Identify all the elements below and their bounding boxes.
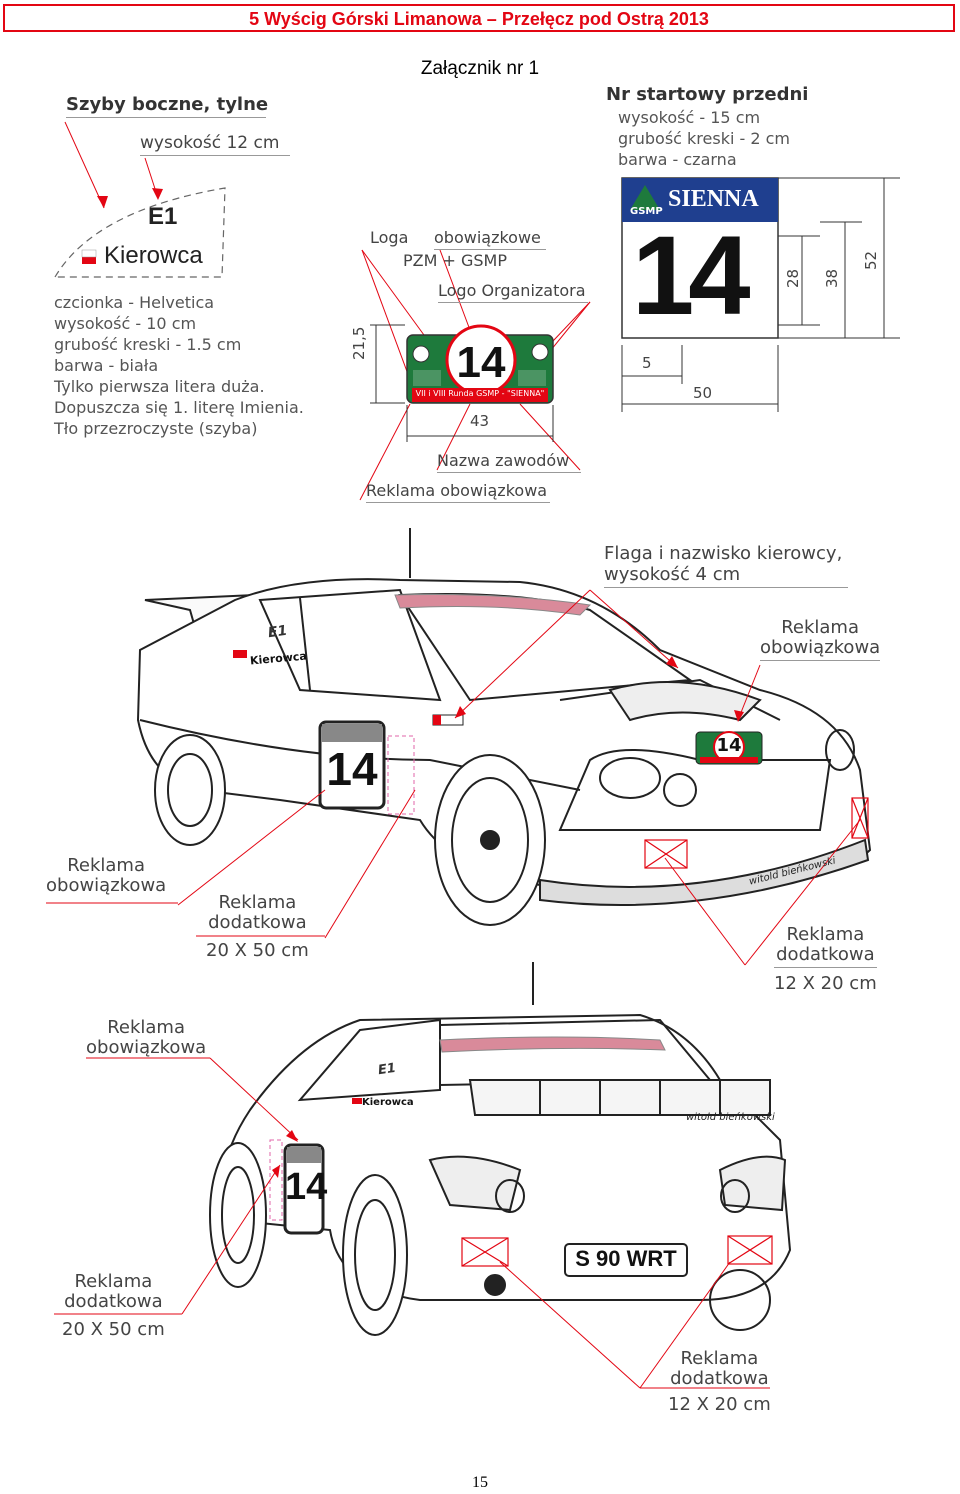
front-number-heading: Nr startowy przedni [606, 84, 809, 105]
rear-bumper-extra-ad-line1: Reklama [680, 1348, 759, 1369]
page-number: 15 [472, 1474, 488, 1491]
sponsor-small: GSMP [630, 206, 663, 217]
flag-label: Flaga i nazwisko kierowcy, wysokość 4 cm [604, 543, 848, 588]
side-windows-height: wysokość 12 cm [140, 133, 290, 156]
hood-rally-plate [695, 731, 763, 765]
front-door-number: 14 [326, 743, 378, 795]
left-mandatory-ad: Reklama obowiązkowa [46, 856, 166, 896]
flag-label-line1: Flaga i nazwisko kierowcy, [604, 543, 843, 564]
rear-door-class: E1 [377, 1060, 397, 1079]
driver-label-kierowca: Kierowca [104, 242, 203, 269]
rear-door-driver: Kierowca [362, 1097, 414, 1108]
page-header: 5 Wyścig Górski Limanowa – Przełęcz pod … [3, 4, 955, 32]
front-bumper-extra-ad-line1: Reklama [786, 924, 865, 945]
side-windows-specs: czcionka - Helvetica wysokość - 10 cm gr… [54, 292, 304, 439]
sponsor-name: SIENNA [668, 186, 759, 212]
front-mandatory-ad-line2: obowiązkowa [760, 638, 881, 661]
spec-background: Tło przezroczyste (szyba) [54, 419, 258, 438]
front-side-extra-ad-size: 20 X 50 cm [206, 940, 309, 961]
side-window-diagram [53, 187, 226, 278]
rear-side-extra-ad: Reklama dodatkowa 20 X 50 cm [62, 1272, 165, 1340]
front-spec-height: wysokość - 15 cm [618, 108, 761, 127]
logos-label-a: Loga [370, 228, 409, 247]
front-side-extra-ad-line1: Reklama [218, 892, 297, 913]
front-side-extra-ad: Reklama dodatkowa 20 X 50 cm [206, 893, 309, 961]
event-name-label: Nazwa zawodów [437, 451, 581, 473]
flag-label-line2: wysokość 4 cm [604, 564, 848, 588]
rear-license-plate [564, 1243, 688, 1277]
front-door-number-panel [318, 720, 415, 815]
dim-38: 38 [823, 268, 841, 288]
dim-28: 28 [784, 268, 802, 288]
rear-side-extra-ad-size: 20 X 50 cm [62, 1319, 165, 1340]
rear-bumper-extra-ad-line2: dodatkowa [670, 1368, 769, 1389]
front-side-extra-ad-line2: dodatkowa [208, 912, 307, 933]
front-mandatory-ad-line1: Reklama [781, 617, 859, 638]
front-spec-stroke: grubość kreski - 2 cm [618, 129, 791, 148]
dim-50: 50 [693, 384, 713, 402]
rear-mandatory-ad: Reklama obowiązkowa [86, 1018, 206, 1058]
front-door-class: E1 [266, 622, 289, 642]
mandatory-ad-label: Reklama obowiązkowa [366, 481, 550, 503]
hood-number: 14 [716, 735, 742, 756]
rally-plate [406, 324, 554, 404]
car-front-drawing [136, 528, 872, 926]
class-label-e1: E1 [148, 203, 178, 230]
spec-first-name: Dopuszcza się 1. literę Imienia. [54, 398, 304, 417]
rear-door-number: 14 [285, 1166, 328, 1208]
front-side-decals [233, 650, 464, 726]
dim-52: 52 [862, 250, 880, 270]
front-mandatory-ad: Reklama obowiązkowa [760, 617, 881, 661]
logos-label-b: obowiązkowe [434, 228, 546, 250]
rear-leader-lines [54, 1057, 770, 1389]
rear-bumper-ad-boxes [461, 1235, 773, 1267]
rear-mandatory-ad-line2: obowiązkowa [86, 1037, 207, 1058]
left-mandatory-ad-line1: Reklama [67, 855, 145, 876]
front-bumper-ad-boxes [644, 797, 869, 869]
rear-bumper-extra-ad-size: 12 X 20 cm [668, 1394, 771, 1415]
logos-label-c: PZM + GSMP [403, 251, 507, 270]
page-subtitle: Załącznik nr 1 [420, 58, 540, 79]
spec-capital: Tylko pierwsza litera duża. [54, 377, 265, 396]
front-number-specs: wysokość - 15 cm grubość kreski - 2 cm b… [618, 107, 790, 170]
rear-bumper-extra-ad: Reklama dodatkowa 12 X 20 cm [668, 1349, 771, 1415]
organizer-logo-label: Logo Organizatora [438, 281, 588, 303]
front-bumper-extra-ad-line2: dodatkowa [774, 945, 877, 968]
dim-5: 5 [642, 354, 652, 372]
rear-signature: witold bieńkowski [686, 1112, 775, 1123]
front-bumper-extra-ad: Reklama dodatkowa 12 X 20 cm [774, 925, 877, 994]
spec-font: czcionka - Helvetica [54, 293, 215, 312]
front-number-plate [621, 177, 779, 339]
plate-width-dim: 43 [470, 412, 490, 430]
front-spec-color: barwa - czarna [618, 150, 737, 169]
front-leader-lines [46, 589, 861, 966]
plate-height-dim: 21,5 [350, 326, 368, 360]
side-windows-heading: Szyby boczne, tylne [66, 94, 268, 118]
spec-height: wysokość - 10 cm [54, 314, 197, 333]
rear-side-extra-ad-line2: dodatkowa [64, 1291, 163, 1312]
rear-door-number-panel [269, 1098, 362, 1235]
rear-side-extra-ad-line1: Reklama [74, 1271, 153, 1292]
plate-number: 14 [456, 338, 506, 387]
spec-color: barwa - biała [54, 356, 159, 375]
car-rear-drawing [209, 962, 792, 1336]
plate-bottom-text: VII i VIII Runda GSMP - "SIENNA" [415, 389, 545, 398]
front-bumper-extra-ad-size: 12 X 20 cm [774, 973, 877, 994]
front-number-digits: 14 [632, 213, 751, 338]
license-plate-text: S 90 WRT [575, 1246, 677, 1271]
left-mandatory-ad-line2: obowiązkowa [46, 875, 167, 896]
rear-mandatory-ad-line1: Reklama [107, 1017, 185, 1038]
spec-stroke: grubość kreski - 1.5 cm [54, 335, 242, 354]
